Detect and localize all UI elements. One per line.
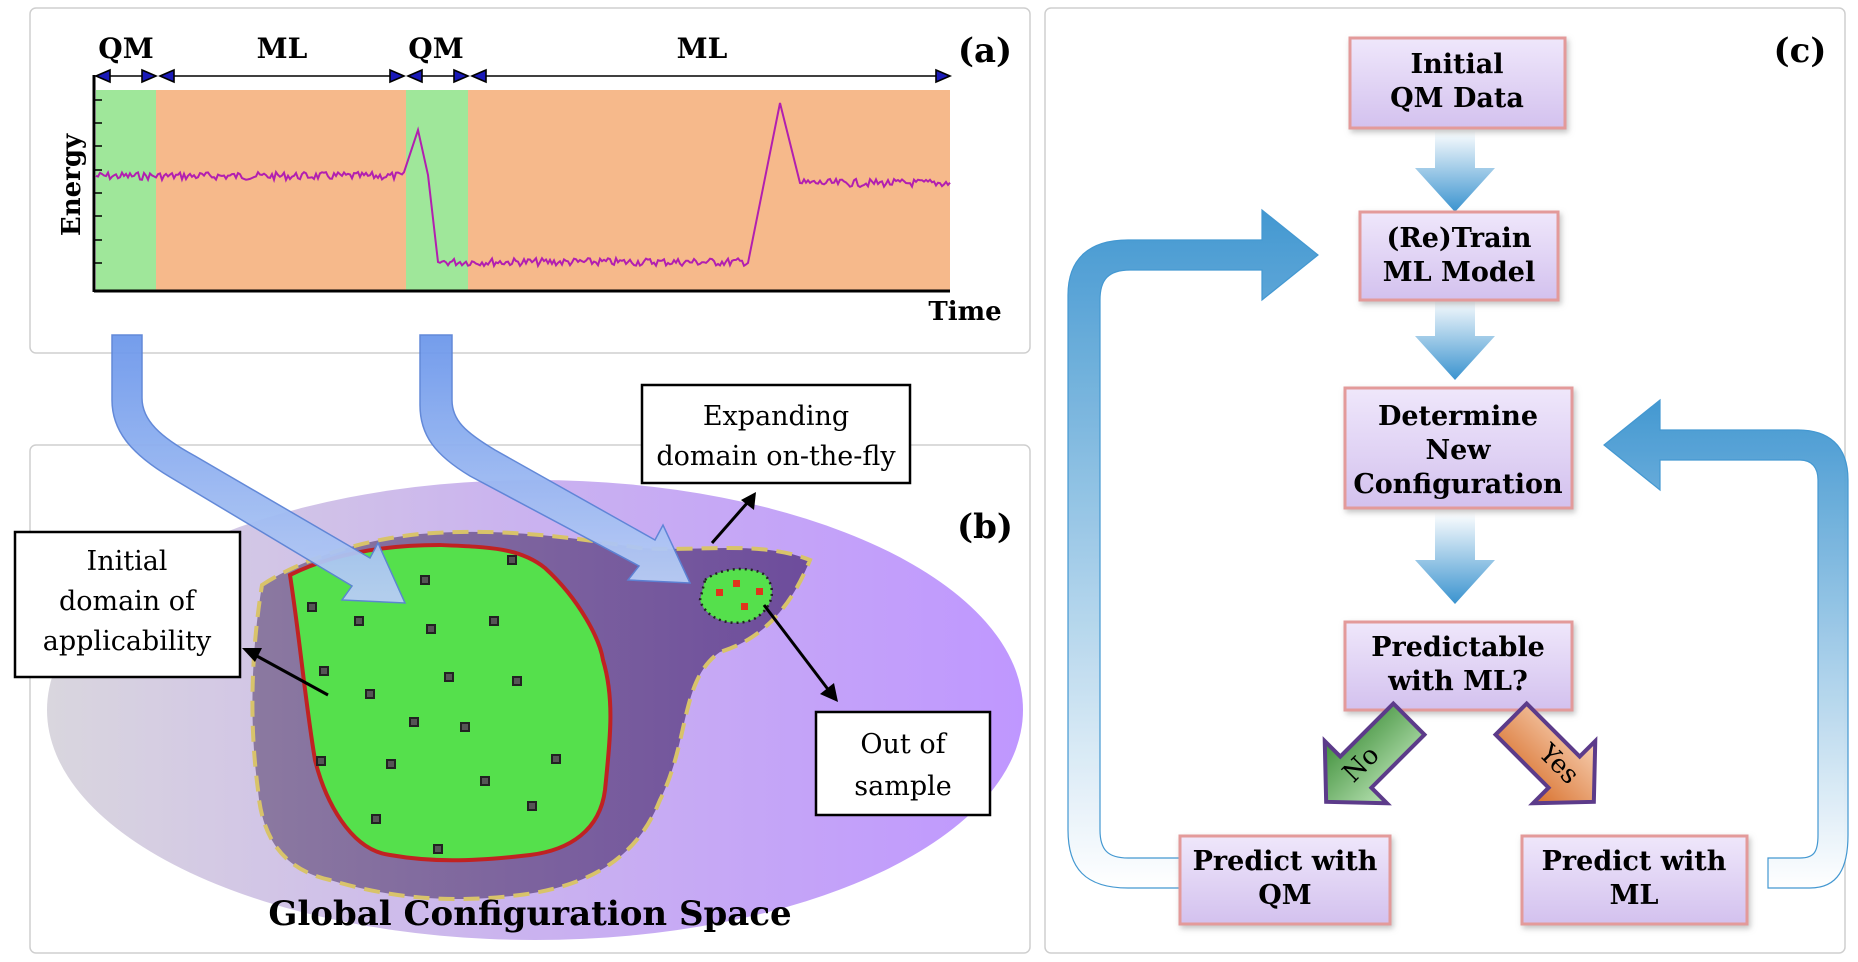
segment-label-ml-1: ML <box>257 32 308 65</box>
box-initial-qm-data <box>1348 36 1567 130</box>
callout-initial-leader <box>254 653 329 697</box>
loop-arrow-left <box>1067 208 1319 889</box>
down-arrow-3 <box>1415 512 1495 604</box>
box-predict-qm-line-1: Predict with <box>1193 846 1378 877</box>
box-predict-with-ml <box>1520 834 1749 926</box>
box-retrain-ml-model <box>1358 210 1560 302</box>
panel-b: (b) Initial domain of applicabil <box>13 334 1031 954</box>
out-of-sample-region <box>698 567 774 625</box>
box-predict-ml-line-2: ML <box>1610 880 1659 911</box>
box-determine-configuration <box>1343 386 1574 510</box>
energy-trace <box>95 102 951 269</box>
y-ticks <box>94 99 102 264</box>
box-predict-qm-line-2: QM <box>1258 880 1311 911</box>
down-arrow-2 <box>1415 298 1495 380</box>
callout-initial-arrowhead <box>242 648 262 662</box>
callout-expanding-arrowhead <box>741 492 756 510</box>
ml-band-2 <box>468 90 950 290</box>
box-predictable-line-1: Predictable <box>1371 632 1545 663</box>
callout-out-line-2: sample <box>854 771 951 802</box>
segment-label-qm-2: QM <box>408 32 463 65</box>
out-of-sample-points <box>716 580 763 610</box>
no-branch-arrow <box>1322 700 1428 806</box>
callout-out-arrowhead <box>820 683 838 702</box>
box-determine-line-1: Determine <box>1378 401 1538 432</box>
panel-b-caption: Global Configuration Space <box>268 894 791 934</box>
box-initial-line-2: QM Data <box>1390 83 1524 114</box>
down-arrow-1 <box>1415 130 1495 212</box>
sample-points <box>307 555 561 854</box>
yes-branch-arrow <box>1492 700 1598 806</box>
initial-domain <box>287 542 613 863</box>
box-predict-with-qm <box>1178 834 1392 926</box>
callout-out-line-1: Out of <box>860 729 947 760</box>
mapping-arrow-1 <box>111 334 407 604</box>
segment-arrows <box>93 68 953 84</box>
mapping-arrow-2 <box>419 334 692 584</box>
panel-a-tag: (a) <box>958 31 1012 71</box>
callout-out-leader <box>762 604 832 693</box>
ml-band-1 <box>156 90 406 290</box>
callout-out-box <box>814 710 992 817</box>
box-predictable-with-ml <box>1343 620 1574 712</box>
segment-label-qm-1: QM <box>98 32 153 65</box>
callout-expanding-line-2: domain on-the-fly <box>656 441 896 472</box>
box-predict-ml-line-1: Predict with <box>1542 846 1727 877</box>
segment-label-ml-2: ML <box>677 32 728 65</box>
box-retrain-line-2: ML Model <box>1383 257 1535 288</box>
loop-arrow-right <box>1603 398 1849 889</box>
box-determine-line-3: Configuration <box>1353 469 1563 500</box>
callout-expanding-line-1: Expanding <box>703 401 849 432</box>
qm-band-1 <box>96 90 156 290</box>
y-axis-label: Energy <box>57 133 87 236</box>
callout-initial-line-2: domain of <box>59 586 197 617</box>
panel-b-tag: (b) <box>957 507 1013 547</box>
panel-c: (c) Initial QM Data (Re)Train ML Model D… <box>1044 7 1849 954</box>
callout-initial-line-1: Initial <box>87 546 168 577</box>
box-determine-line-2: New <box>1425 435 1491 466</box>
box-predictable-line-2: with ML? <box>1387 666 1528 697</box>
box-initial-line-1: Initial <box>1411 49 1504 80</box>
box-retrain-line-1: (Re)Train <box>1387 223 1532 254</box>
callout-initial-line-3: applicability <box>43 626 212 657</box>
x-axis-label: Time <box>928 297 1001 327</box>
callout-expanding-box <box>640 383 912 485</box>
callout-expanding-leader <box>710 501 750 544</box>
panel-c-tag: (c) <box>1774 31 1827 71</box>
callout-initial-box <box>13 530 242 679</box>
panel-a: (a) Energy Time QM ML QM <box>29 7 1031 354</box>
